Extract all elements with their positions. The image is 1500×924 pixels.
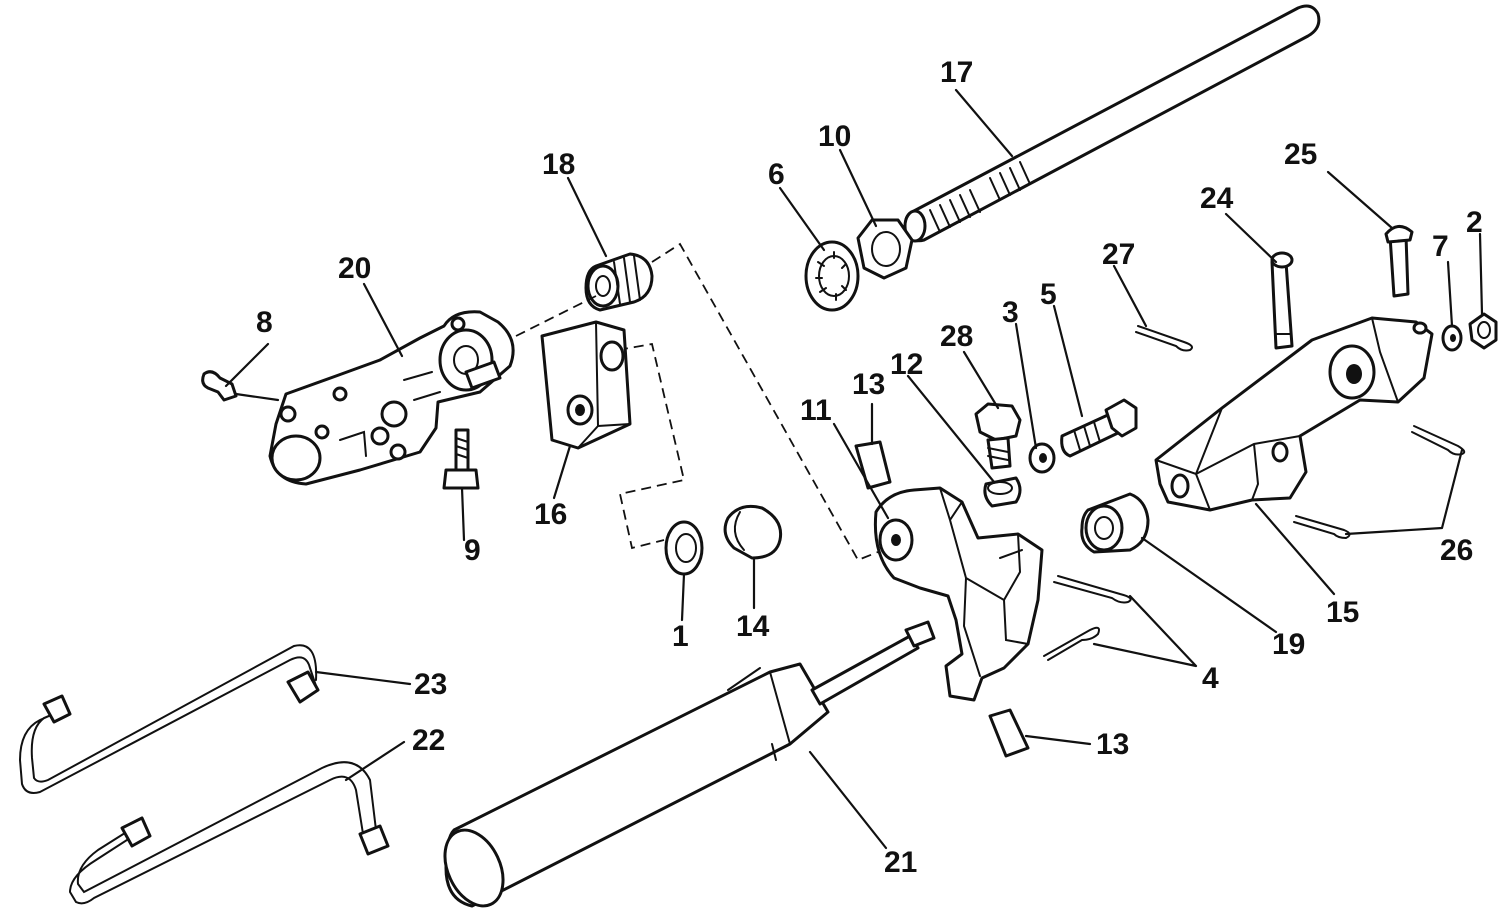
part-13-key-upper — [854, 440, 892, 490]
callout-6: 6 — [768, 158, 785, 191]
part-12-spacer — [983, 476, 1022, 508]
callout-8: 8 — [256, 306, 273, 339]
part-20-valve-body — [268, 310, 515, 486]
callout-25: 25 — [1284, 138, 1317, 171]
part-26-cotter-pins — [1293, 425, 1466, 540]
callout-14: 14 — [736, 610, 770, 643]
part-16-clevis-block — [540, 320, 632, 450]
part-13-key-lower — [988, 708, 1030, 758]
callout-27: 27 — [1102, 238, 1135, 271]
callout-labels: 1 2 3 4 5 6 7 8 9 10 11 12 13 13 14 15 1… — [256, 56, 1483, 879]
callout-22: 22 — [412, 724, 445, 757]
part-18-threaded-bushing — [584, 252, 654, 312]
callout-19: 19 — [1272, 628, 1305, 661]
part-11-bracket — [873, 486, 1044, 702]
part-15-tiller-arm — [1154, 316, 1434, 512]
callout-28: 28 — [940, 320, 973, 353]
callout-12: 12 — [890, 348, 923, 381]
part-22-hydraulic-line — [68, 761, 390, 905]
part-23-hydraulic-line — [18, 644, 320, 794]
part-27-cotter-pin — [1135, 325, 1193, 352]
callout-3: 3 — [1002, 296, 1019, 329]
part-1-star-washer — [664, 520, 704, 576]
leader-lines — [224, 88, 1484, 850]
part-17-tube — [903, 4, 1321, 243]
callout-13-upper: 13 — [852, 368, 885, 401]
callout-10: 10 — [818, 120, 851, 153]
callout-16: 16 — [534, 498, 567, 531]
callout-24: 24 — [1200, 182, 1234, 215]
part-2-nut — [1468, 312, 1498, 350]
part-6-lock-washer — [804, 240, 860, 312]
callout-7: 7 — [1432, 230, 1449, 263]
part-8-grease-fitting — [201, 370, 280, 402]
callout-13-lower: 13 — [1096, 728, 1129, 761]
part-3-washer — [1028, 442, 1056, 474]
callout-4: 4 — [1202, 662, 1219, 695]
callout-23: 23 — [414, 668, 447, 701]
part-21-hydraulic-cylinder — [443, 620, 936, 908]
part-19-bushing — [1080, 492, 1150, 554]
part-28-hex-bolt — [974, 402, 1022, 470]
part-7-washer — [1441, 324, 1463, 352]
part-9-bolt — [442, 428, 480, 490]
callout-18: 18 — [542, 148, 575, 181]
part-25-clevis-pin — [1384, 225, 1414, 298]
part-10-hex-nut — [856, 218, 914, 280]
callout-21: 21 — [884, 846, 917, 879]
assembly-line-18-to-11 — [651, 242, 889, 562]
callout-11: 11 — [800, 394, 832, 427]
callout-1: 1 — [672, 620, 689, 653]
callout-26: 26 — [1440, 534, 1473, 567]
callout-9: 9 — [464, 534, 481, 567]
callout-2: 2 — [1466, 206, 1483, 239]
callout-5: 5 — [1040, 278, 1057, 311]
callout-17: 17 — [940, 56, 973, 89]
part-14-cap — [723, 504, 783, 560]
part-24-clevis-pin — [1270, 251, 1294, 350]
part-4-cotter-pins — [1043, 575, 1132, 661]
callout-15: 15 — [1326, 596, 1359, 629]
callout-20: 20 — [338, 252, 371, 285]
part-5-bolt — [1060, 398, 1138, 458]
